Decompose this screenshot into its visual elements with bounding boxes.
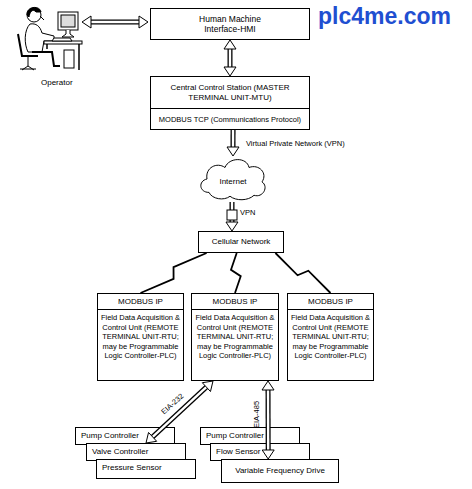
arrow-head	[226, 222, 238, 231]
node-text: Field Data Acquisition & Control Unit (R…	[98, 310, 183, 380]
node-text: MODBUS IP	[98, 294, 183, 310]
rtu-box: MODBUS IPField Data Acquisition & Contro…	[97, 293, 184, 381]
arrow-head	[224, 40, 236, 49]
lightning-link	[231, 253, 241, 293]
arrow-head	[262, 381, 274, 390]
arrow-head	[82, 16, 91, 28]
monitor-stand	[62, 30, 74, 37]
vpn-label: VPN	[240, 208, 255, 217]
connector	[224, 40, 236, 76]
connector	[227, 130, 239, 156]
watermark: plc4me.com	[318, 3, 451, 29]
connector-core	[229, 48, 231, 68]
hmi-box: Human Machine Interface-HMI	[150, 8, 310, 40]
edge-label: EIA-485	[252, 401, 262, 428]
headset	[40, 16, 44, 20]
operator-body	[25, 24, 54, 52]
node-text: Field Data Acquisition & Control Unit (R…	[288, 310, 373, 380]
cloud-outline	[201, 160, 265, 200]
node-text: Field Data Acquisition & Control Unit (R…	[192, 310, 278, 380]
network-box: Cellular Network	[198, 231, 284, 253]
node-text: Pressure Sensor	[97, 460, 195, 473]
node-text: MODBUS IP	[288, 294, 373, 310]
desk-legs	[47, 44, 79, 70]
operator-label: Operator	[41, 78, 73, 88]
device-box: Pressure Sensor	[96, 459, 196, 479]
chair-base	[20, 56, 36, 70]
node-text: Flow Sensor	[211, 444, 309, 457]
device-box: Variable Frequency Drive	[221, 459, 339, 483]
lightning-link	[141, 253, 207, 293]
rtu-box: MODBUS IPField Data Acquisition & Contro…	[191, 293, 279, 381]
operator-illustration	[18, 7, 82, 70]
node-text: Pump Controller	[201, 428, 299, 441]
connector-outline	[228, 48, 233, 68]
monitor	[58, 12, 78, 30]
vpn-gateway-box	[227, 210, 237, 220]
connector	[141, 253, 207, 293]
node-text: Variable Frequency Drive	[232, 466, 328, 476]
operator-hair	[27, 7, 41, 17]
node-text: Cellular Network	[210, 237, 273, 247]
connector-outline	[231, 130, 236, 148]
connector	[231, 253, 241, 293]
monitor-screen	[61, 15, 75, 27]
connector	[226, 202, 238, 231]
cloud-shape: Internet	[197, 156, 269, 202]
operator-legs	[32, 52, 60, 66]
arrow-head	[139, 16, 148, 28]
station-box: Central Control Station (MASTER TERMINAL…	[150, 76, 310, 130]
lightning-link	[275, 253, 330, 293]
rtu-box: MODBUS IPField Data Acquisition & Contro…	[287, 293, 374, 381]
node-text: Pump Controller	[76, 428, 174, 441]
edge-label: Virtual Private Network (VPN)	[246, 139, 345, 149]
arrow-head	[202, 381, 213, 392]
computer-tower	[64, 50, 74, 68]
node-text: Human Machine Interface-HMI	[151, 14, 309, 34]
connector-outline	[229, 202, 234, 223]
connector-core	[232, 130, 234, 148]
node-text: Internet	[219, 171, 246, 187]
connector-core	[231, 202, 233, 223]
arrow-shaft	[90, 20, 140, 25]
double-arrow	[82, 16, 148, 28]
node-text: MODBUS TCP (Communications Protocol)	[151, 108, 309, 129]
node-text: Valve Controller	[87, 444, 185, 457]
node-text: Central Control Station (MASTER TERMINAL…	[151, 77, 309, 108]
connector	[275, 253, 330, 293]
keyboard	[52, 38, 72, 41]
arrow-head	[227, 147, 239, 156]
edge-label: EIA-232	[159, 391, 186, 417]
arrow-head	[224, 67, 236, 76]
operator-head	[27, 8, 41, 22]
arrow-shaft	[89, 21, 141, 23]
node-text: MODBUS IP	[192, 294, 278, 310]
